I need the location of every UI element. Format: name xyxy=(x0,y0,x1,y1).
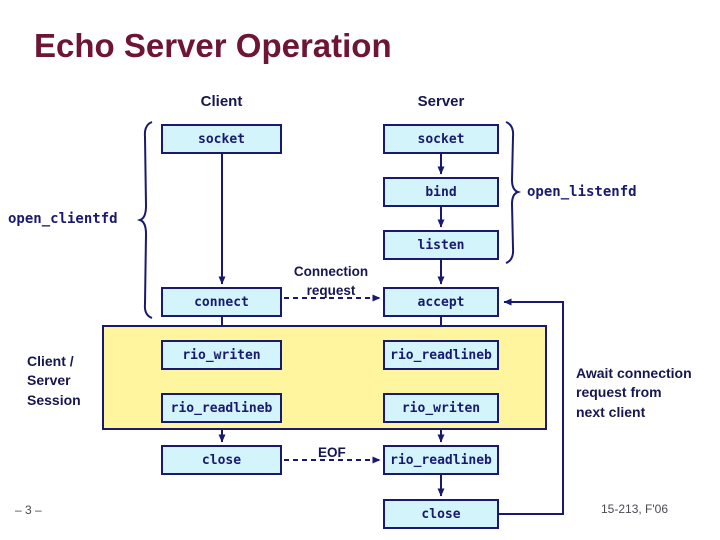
label-eof: EOF xyxy=(318,445,346,460)
footer-course-id: 15-213, F'06 xyxy=(601,502,669,516)
label-session-line3: Session xyxy=(27,391,81,408)
box-client-close: close xyxy=(161,445,282,475)
box-server-rio-readlineb-1: rio_readlineb xyxy=(383,340,499,370)
label-open-clientfd: open_clientfd xyxy=(8,211,118,227)
box-server-accept: accept xyxy=(383,287,499,317)
box-server-bind: bind xyxy=(383,177,499,207)
box-client-rio-readlineb: rio_readlineb xyxy=(161,393,282,423)
box-client-rio-writen: rio_writen xyxy=(161,340,282,370)
label-session-line1: Client / xyxy=(27,353,74,369)
label-connection-request-line2: request xyxy=(306,282,356,298)
box-server-socket: socket xyxy=(383,124,499,154)
label-await-line3: next client xyxy=(576,403,646,420)
label-await-connection: Await connection request from next clien… xyxy=(576,364,692,422)
box-server-rio-writen: rio_writen xyxy=(383,393,499,423)
box-server-close: close xyxy=(383,499,499,529)
label-connection-request: Connection request xyxy=(283,263,379,300)
label-connection-request-line1: Connection xyxy=(293,264,369,279)
brace-open-clientfd xyxy=(136,121,153,319)
label-session-line2: Server xyxy=(27,372,71,389)
label-client-server-session: Client / Server Session xyxy=(27,352,81,410)
box-client-connect: connect xyxy=(161,287,282,317)
box-server-listen: listen xyxy=(383,230,499,260)
server-column-header: Server xyxy=(417,93,465,110)
box-client-socket: socket xyxy=(161,124,282,154)
label-await-line2: request from xyxy=(576,384,662,401)
label-open-listenfd: open_listenfd xyxy=(527,184,637,200)
box-server-rio-readlineb-2: rio_readlineb xyxy=(383,445,499,475)
brace-open-listenfd xyxy=(505,121,522,264)
label-await-line1: Await connection xyxy=(576,365,692,381)
client-column-header: Client xyxy=(200,93,243,110)
slide-title: Echo Server Operation xyxy=(34,27,392,64)
footer-page-number: – 3 – xyxy=(15,503,42,517)
